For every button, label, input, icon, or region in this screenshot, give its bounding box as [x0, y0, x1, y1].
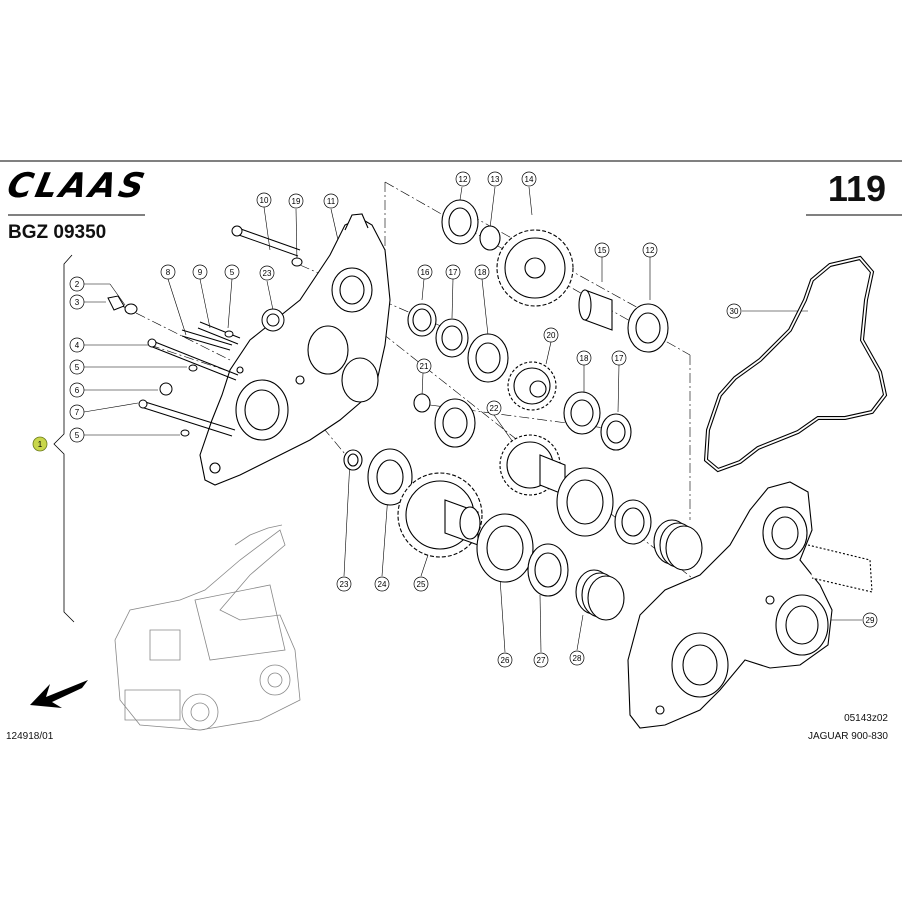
footer-model: JAGUAR 900-830	[807, 731, 888, 742]
svg-text:16: 16	[421, 268, 430, 277]
svg-text:5: 5	[75, 431, 80, 440]
callout-5b: 5	[69, 427, 85, 443]
svg-text:12: 12	[646, 246, 655, 255]
callout-1: 1	[32, 436, 48, 452]
callout-12b: 12	[642, 242, 658, 258]
callout-4: 4	[69, 337, 85, 353]
svg-text:7: 7	[75, 408, 80, 417]
callout-24: 24	[374, 576, 390, 592]
callout-14: 14	[521, 171, 537, 187]
callout-12a: 12	[455, 171, 471, 187]
svg-text:4: 4	[75, 341, 80, 350]
callout-11: 11	[323, 193, 339, 209]
callout-6: 6	[69, 382, 85, 398]
svg-text:5: 5	[230, 268, 235, 277]
svg-text:18: 18	[478, 268, 487, 277]
callout-2: 2	[69, 276, 85, 292]
svg-text:8: 8	[166, 268, 171, 277]
svg-text:2: 2	[75, 280, 80, 289]
svg-text:17: 17	[615, 354, 624, 363]
rear-housing	[627, 481, 873, 729]
callout-13: 13	[487, 171, 503, 187]
callout-16: 16	[417, 264, 433, 280]
group-bracket	[53, 254, 75, 623]
document-id: BGZ 09350	[8, 222, 107, 243]
callout-27: 27	[533, 652, 549, 668]
svg-text:10: 10	[260, 196, 269, 205]
callout-label: 1	[38, 440, 43, 449]
callout-17a: 17	[445, 264, 461, 280]
callout-26: 26	[497, 652, 513, 668]
harvester-thumbnail	[114, 524, 301, 731]
callout-23b: 23	[336, 576, 352, 592]
footer-right-code: 05143z02	[844, 713, 888, 724]
svg-text:29: 29	[866, 616, 875, 625]
leader-lines	[83, 186, 862, 653]
page-number: 119	[827, 168, 886, 209]
svg-text:14: 14	[525, 175, 534, 184]
svg-text:26: 26	[501, 656, 510, 665]
svg-text:23: 23	[263, 269, 272, 278]
svg-text:9: 9	[198, 268, 203, 277]
callout-22: 22	[486, 400, 502, 416]
footer-left-code: 124918/01	[6, 731, 54, 742]
callout-25: 25	[413, 576, 429, 592]
svg-text:25: 25	[417, 580, 426, 589]
callout-15: 15	[594, 242, 610, 258]
svg-text:21: 21	[420, 362, 429, 371]
gearbox-housing	[199, 213, 391, 486]
callout-8: 8	[160, 264, 176, 280]
direction-arrow	[30, 680, 88, 708]
svg-text:17: 17	[449, 268, 458, 277]
gasket-30	[703, 255, 888, 473]
svg-text:15: 15	[598, 246, 607, 255]
callout-23a: 23	[259, 265, 275, 281]
svg-text:30: 30	[730, 307, 739, 316]
callout-10: 10	[256, 192, 272, 208]
svg-text:18: 18	[580, 354, 589, 363]
callout-7: 7	[69, 404, 85, 420]
callout-5a: 5	[69, 359, 85, 375]
callout-20: 20	[543, 327, 559, 343]
svg-text:5: 5	[75, 363, 80, 372]
callout-29: 29	[862, 612, 878, 628]
svg-text:27: 27	[537, 656, 546, 665]
fasteners	[107, 225, 303, 437]
svg-text:20: 20	[547, 331, 556, 340]
svg-text:6: 6	[75, 386, 80, 395]
svg-text:22: 22	[490, 404, 499, 413]
callout-18b: 18	[576, 350, 592, 366]
callout-9: 9	[192, 264, 208, 280]
svg-text:11: 11	[327, 197, 336, 206]
callout-5c: 5	[224, 264, 240, 280]
callout-circles: 1 2 3 4 5 6 7 5 8 9 5 10 19 11 23 16 17 …	[32, 171, 878, 668]
callout-17b: 17	[611, 350, 627, 366]
callout-19: 19	[288, 193, 304, 209]
svg-text:24: 24	[378, 580, 387, 589]
svg-text:19: 19	[292, 197, 301, 206]
svg-text:3: 3	[75, 298, 80, 307]
svg-text:28: 28	[573, 654, 582, 663]
svg-text:23: 23	[340, 580, 349, 589]
gear-train	[343, 199, 703, 621]
callout-3: 3	[69, 294, 85, 310]
callout-28: 28	[569, 650, 585, 666]
callout-30: 30	[726, 303, 742, 319]
callout-21: 21	[416, 358, 432, 374]
svg-text:13: 13	[491, 175, 500, 184]
svg-text:12: 12	[459, 175, 468, 184]
callout-18a: 18	[474, 264, 490, 280]
